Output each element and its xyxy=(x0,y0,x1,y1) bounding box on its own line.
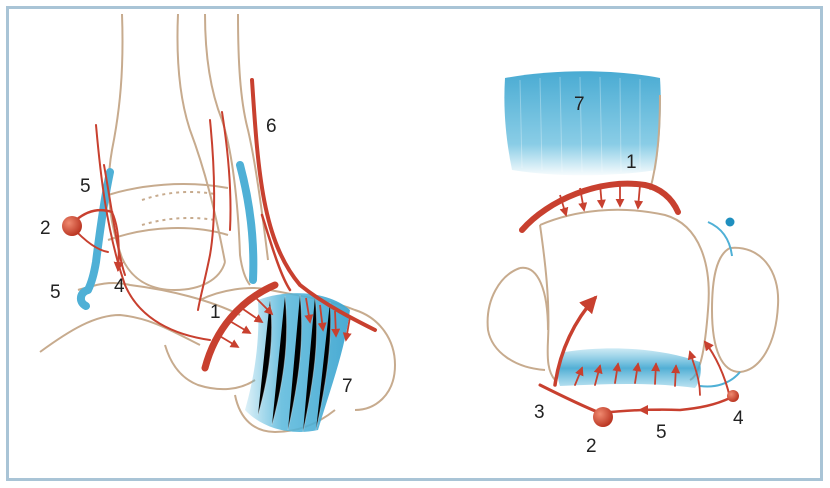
label-3-right: 3 xyxy=(534,402,545,423)
label-1-left: 1 xyxy=(210,302,221,323)
label-2-right: 2 xyxy=(586,436,597,457)
label-6-left: 6 xyxy=(266,116,277,137)
vein-dot-right xyxy=(726,218,735,227)
label-5-lower-left: 5 xyxy=(50,282,61,303)
ligament-band-7-right xyxy=(504,71,660,175)
joint-dotted-line xyxy=(142,218,215,225)
label-5-right: 5 xyxy=(656,422,667,443)
vein-5-upper-left xyxy=(88,172,110,290)
vein-5-lower-left xyxy=(81,290,88,306)
label-4-right: 4 xyxy=(733,408,744,429)
right-panel xyxy=(488,71,779,427)
artery-3 xyxy=(540,385,600,413)
label-4-left: 4 xyxy=(114,276,125,297)
plantar-ligament-band xyxy=(558,348,701,388)
artery-node-2-left xyxy=(62,216,82,236)
artery-node-4-right xyxy=(727,390,739,402)
vein-right-upper xyxy=(708,222,732,256)
vein-right-lower xyxy=(700,372,740,386)
label-1-right: 1 xyxy=(626,152,637,173)
label-2-left: 2 xyxy=(40,218,51,239)
label-5-upper-left: 5 xyxy=(80,176,91,197)
joint-dotted-line xyxy=(142,192,215,200)
bone-outlines-left xyxy=(40,14,395,432)
label-7-left: 7 xyxy=(342,376,353,397)
left-panel xyxy=(40,14,395,432)
label-7-right: 7 xyxy=(574,94,585,115)
artery-node-2-right xyxy=(593,407,613,427)
